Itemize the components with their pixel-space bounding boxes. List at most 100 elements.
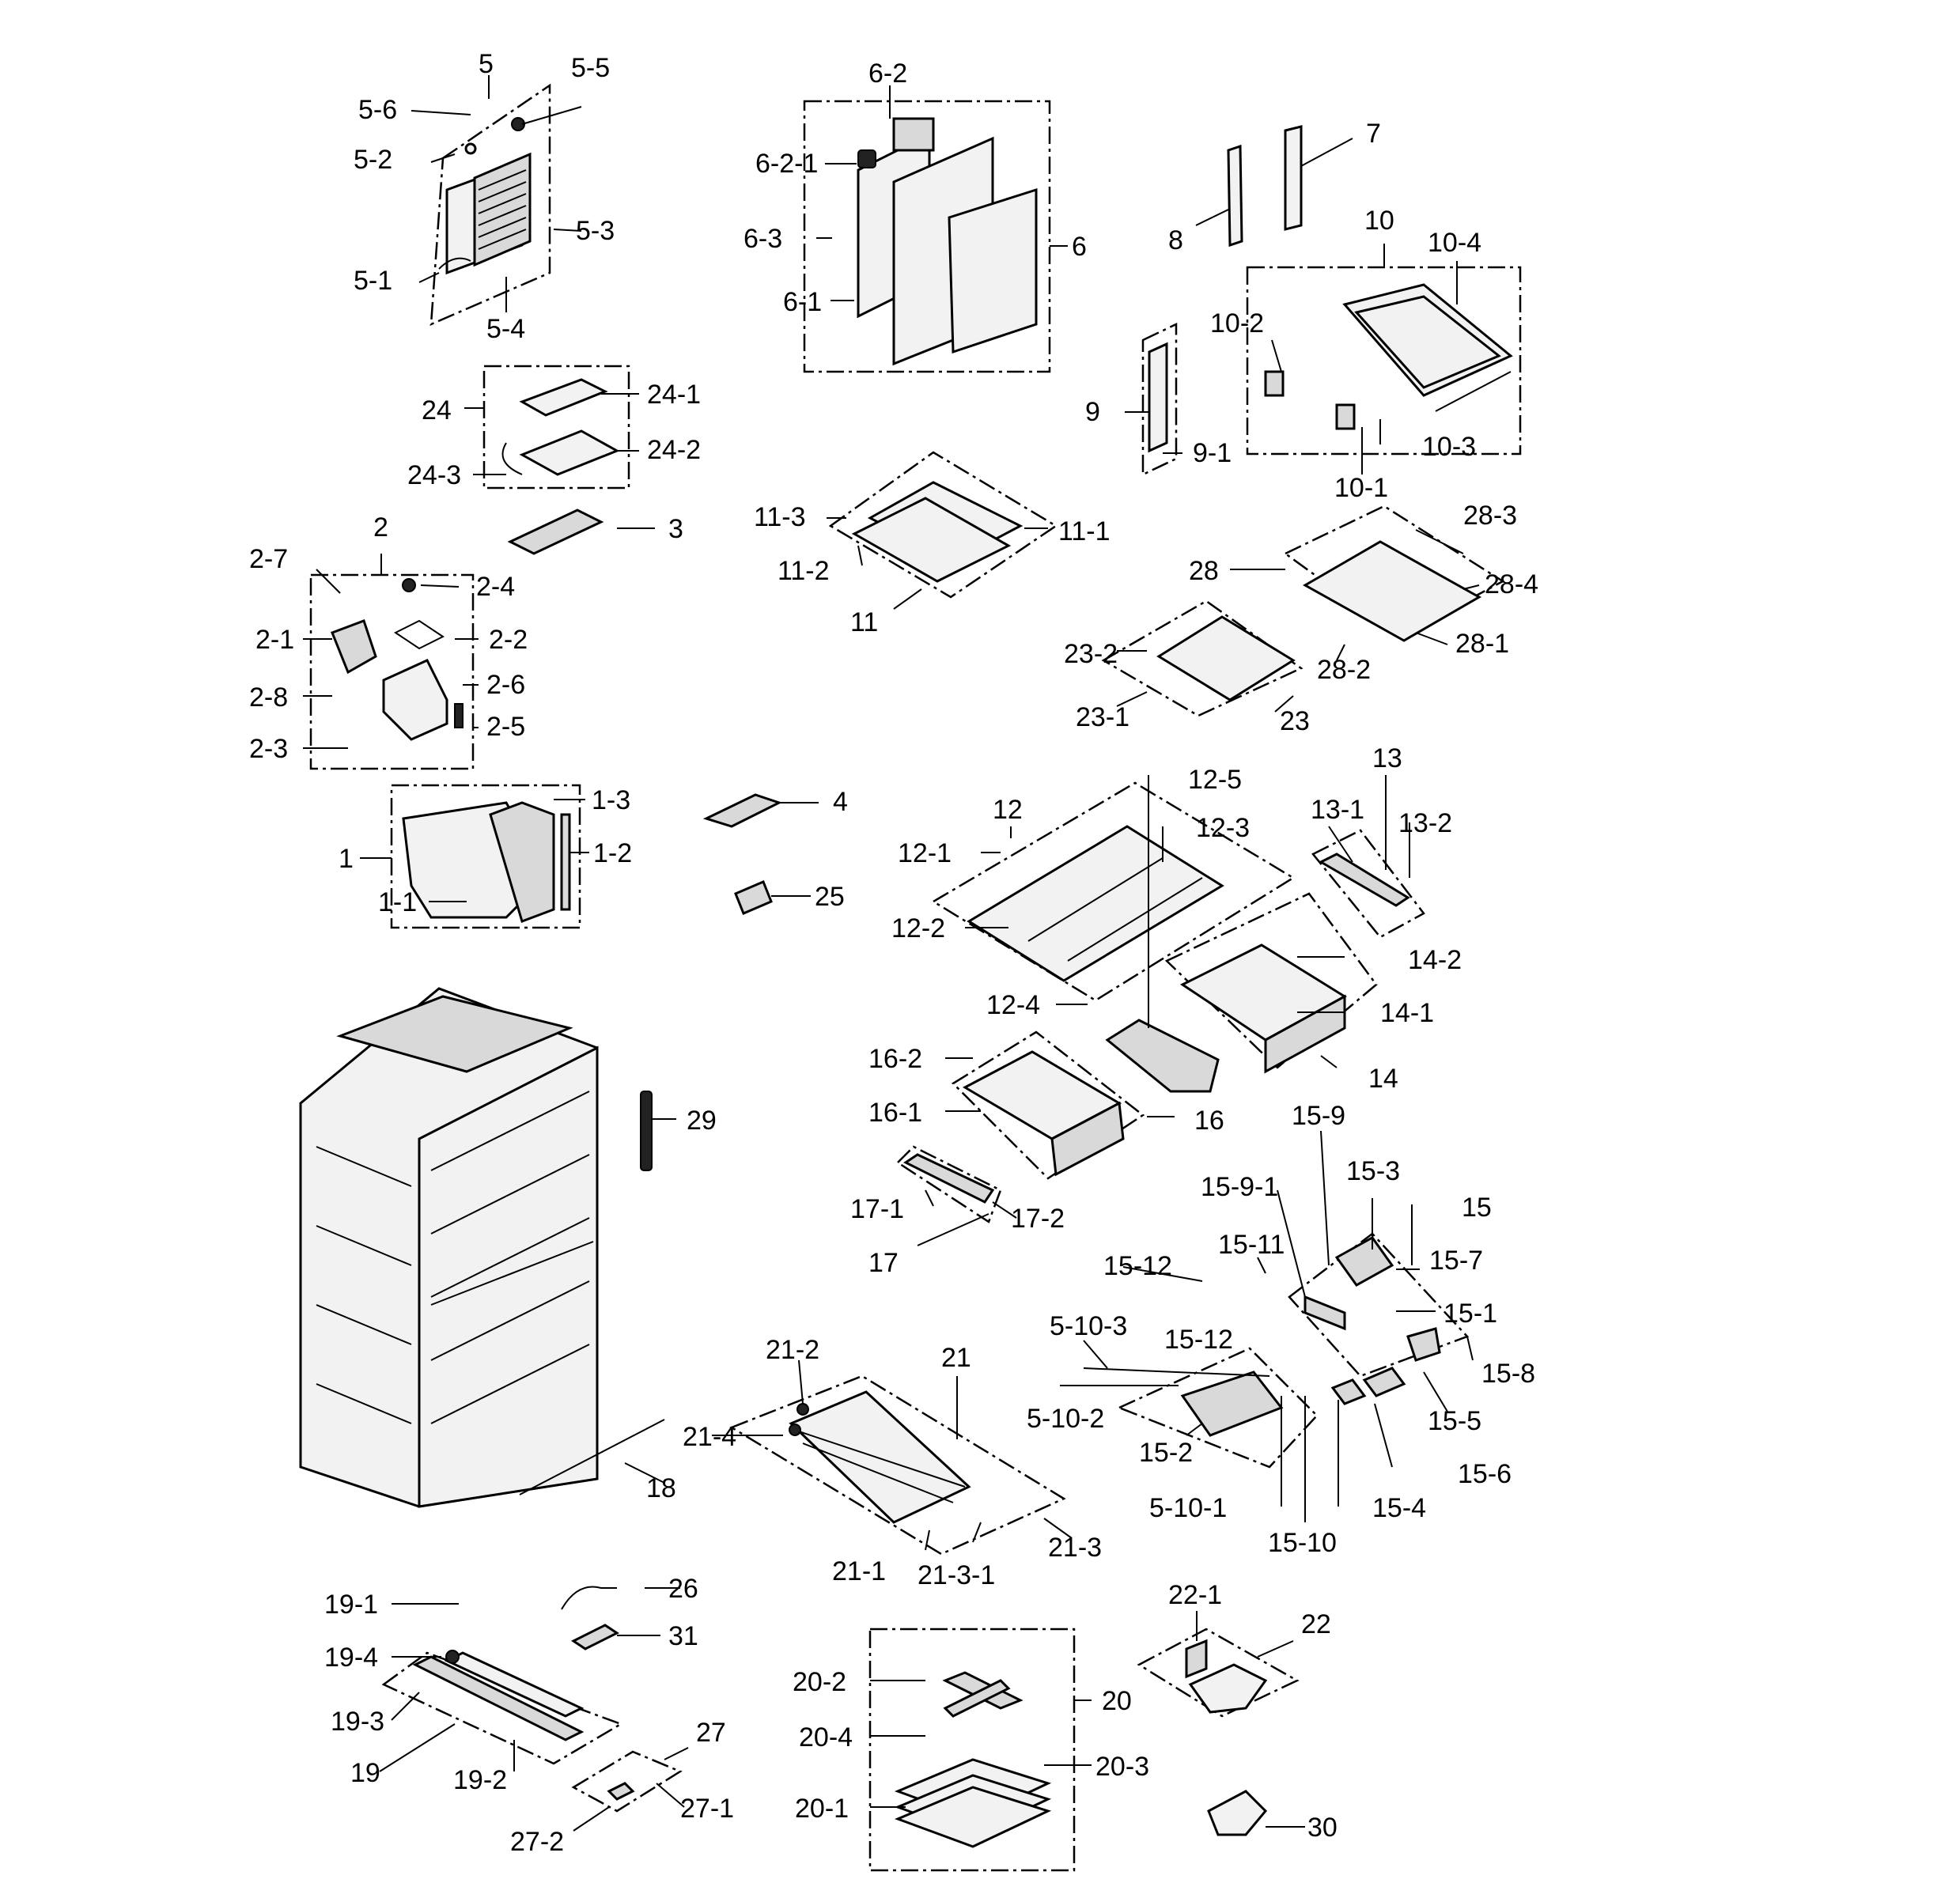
callout-1: 1 xyxy=(339,844,354,874)
callout-17-2: 17-2 xyxy=(1011,1204,1065,1234)
part-8-cover xyxy=(1227,144,1243,248)
callout-8: 8 xyxy=(1168,225,1183,255)
part-20-baskets xyxy=(894,1671,1052,1848)
callout-2-5: 2-5 xyxy=(486,712,525,742)
part-29 xyxy=(640,1091,653,1171)
callout-15-8: 15-8 xyxy=(1481,1359,1535,1389)
part-5-10-wire xyxy=(1083,1367,1270,1377)
callout-15-1: 15-1 xyxy=(1444,1299,1497,1329)
callout-19-2: 19-2 xyxy=(453,1765,507,1795)
callout-labels: 5 5-5 5-6 5-2 5-3 5-1 5-4 6-2 6-2-1 6-3 … xyxy=(249,49,1538,1857)
callout-9: 9 xyxy=(1085,397,1100,427)
callout-24-1: 24-1 xyxy=(647,380,701,410)
callout-20-4: 20-4 xyxy=(799,1722,853,1752)
callout-21-3-1: 21-3-1 xyxy=(918,1560,995,1590)
callout-21-2: 21-2 xyxy=(766,1335,819,1365)
callout-11-2: 11-2 xyxy=(778,556,830,586)
part-10-shelf xyxy=(1264,283,1513,430)
part-divider xyxy=(1105,1019,1220,1093)
group-box-19 xyxy=(381,1651,623,1765)
callout-15-4: 15-4 xyxy=(1372,1493,1426,1523)
group-box-27 xyxy=(571,1750,683,1813)
callout-2-2: 2-2 xyxy=(489,625,528,655)
group-box-11 xyxy=(828,451,1058,599)
callout-6-3: 6-3 xyxy=(744,224,782,254)
part-21-rails xyxy=(789,1390,971,1524)
callout-5-6: 5-6 xyxy=(358,95,397,125)
callout-16: 16 xyxy=(1194,1106,1224,1136)
callout-2-6: 2-6 xyxy=(486,670,525,700)
parts xyxy=(299,117,1513,1848)
callout-12-2: 12-2 xyxy=(891,913,945,943)
part-28-shelf xyxy=(1302,540,1482,642)
callout-28-1: 28-1 xyxy=(1455,629,1509,659)
part-5-evaporator xyxy=(438,117,532,275)
callout-16-2: 16-2 xyxy=(868,1044,922,1074)
callout-2-7: 2-7 xyxy=(249,544,288,574)
callout-2-1: 2-1 xyxy=(255,625,294,655)
callout-21: 21 xyxy=(941,1343,971,1373)
callout-20-3: 20-3 xyxy=(1095,1752,1149,1782)
part-12-cover xyxy=(967,825,1224,982)
callout-15-10: 15-10 xyxy=(1268,1528,1337,1558)
callout-20-2: 20-2 xyxy=(793,1667,846,1697)
part-31 xyxy=(571,1624,619,1650)
part-15-2 xyxy=(1180,1371,1284,1437)
callout-27: 27 xyxy=(696,1718,726,1748)
callout-14: 14 xyxy=(1368,1064,1398,1094)
part-23-shelf xyxy=(1156,615,1296,701)
group-box-14 xyxy=(1164,892,1378,1069)
callout-1-2: 1-2 xyxy=(593,838,632,868)
group-box-6 xyxy=(803,100,1051,373)
callout-12-4: 12-4 xyxy=(986,990,1040,1020)
callout-6-2-1: 6-2-1 xyxy=(755,149,818,179)
part-15-6 xyxy=(1362,1367,1406,1397)
callout-20-1: 20-1 xyxy=(795,1794,849,1824)
callout-15-2: 15-2 xyxy=(1139,1438,1193,1468)
callout-12-3: 12-3 xyxy=(1196,813,1250,843)
callout-19-1: 19-1 xyxy=(324,1590,378,1620)
callout-28-4: 28-4 xyxy=(1485,569,1538,599)
callout-5-5: 5-5 xyxy=(571,53,610,83)
callout-28-2: 28-2 xyxy=(1317,655,1371,685)
callout-15-6: 15-6 xyxy=(1458,1459,1512,1489)
callout-5-4: 5-4 xyxy=(486,314,525,344)
callout-14-1: 14-1 xyxy=(1380,998,1434,1028)
callout-5-1: 5-1 xyxy=(354,266,392,296)
callout-22: 22 xyxy=(1301,1609,1331,1639)
part-15-4 xyxy=(1330,1378,1367,1405)
callout-13-2: 13-2 xyxy=(1398,808,1452,838)
group-box-15-2 xyxy=(1116,1347,1319,1469)
callout-24: 24 xyxy=(422,395,452,425)
group-box-5 xyxy=(429,83,551,326)
part-26-wire xyxy=(561,1586,617,1610)
part-1-bucket xyxy=(402,801,571,923)
callout-6-1: 6-1 xyxy=(783,287,822,317)
group-box-17 xyxy=(896,1145,1002,1223)
group-box-2 xyxy=(309,573,475,770)
callout-12: 12 xyxy=(993,795,1023,825)
callout-1-1: 1-1 xyxy=(378,887,417,917)
part-11-shelf xyxy=(851,481,1024,583)
callout-15-9: 15-9 xyxy=(1292,1101,1345,1131)
callout-26: 26 xyxy=(668,1574,698,1604)
callout-2: 2 xyxy=(373,512,388,543)
leader-lines xyxy=(303,75,1480,1832)
callout-23-2: 23-2 xyxy=(1064,639,1118,669)
callout-11: 11 xyxy=(850,607,878,637)
callout-21-3: 21-3 xyxy=(1048,1533,1102,1563)
callout-23: 23 xyxy=(1280,706,1310,736)
callout-10-2: 10-2 xyxy=(1210,308,1264,338)
part-15-housing xyxy=(1334,1236,1394,1287)
callout-19-4: 19-4 xyxy=(324,1643,378,1673)
part-2-icemaker xyxy=(331,578,464,741)
callout-22-1: 22-1 xyxy=(1168,1580,1222,1610)
callout-13: 13 xyxy=(1372,743,1402,773)
callout-2-8: 2-8 xyxy=(249,682,288,713)
callout-12-5: 12-5 xyxy=(1188,765,1242,795)
callout-13-1: 13-1 xyxy=(1311,795,1364,825)
callout-24-2: 24-2 xyxy=(647,435,701,465)
part-13-rail xyxy=(1318,853,1410,907)
callout-19-3: 19-3 xyxy=(331,1707,384,1737)
callout-6-2: 6-2 xyxy=(868,59,907,89)
